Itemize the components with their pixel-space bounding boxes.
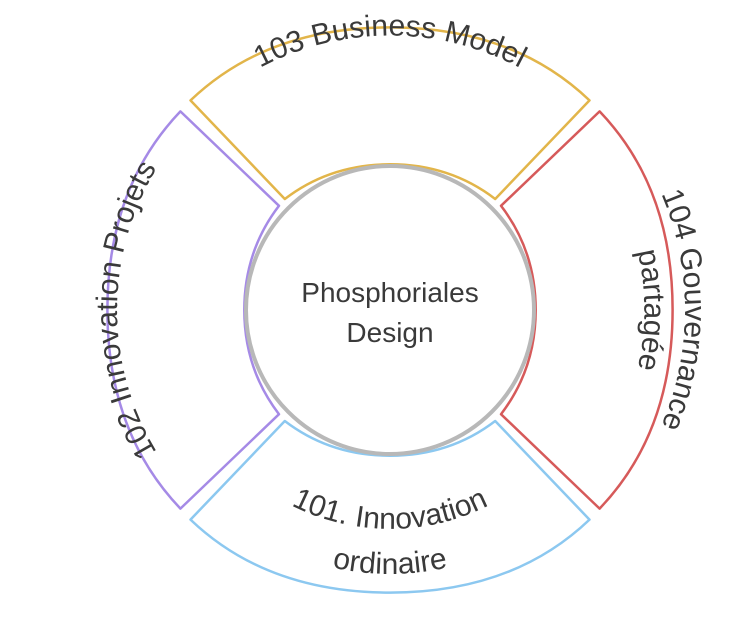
center-title-line2: Design — [346, 317, 433, 348]
segment-right-label-line2: partagée — [631, 246, 671, 374]
segment-top — [189, 26, 591, 201]
center-circle — [244, 164, 536, 456]
segment-top-label: 103 Business Model — [249, 9, 532, 74]
segment-bottom — [189, 419, 591, 594]
center-title-line1: Phosphoriales — [301, 277, 478, 308]
segment-left — [106, 110, 281, 510]
segment-left-label: 102 Innovation Projets — [91, 155, 163, 465]
segment-right — [499, 110, 674, 510]
segment-bottom-label-line1: 101. Innovation — [288, 482, 492, 536]
segment-bottom-label-line2: ordinaire — [331, 542, 450, 581]
